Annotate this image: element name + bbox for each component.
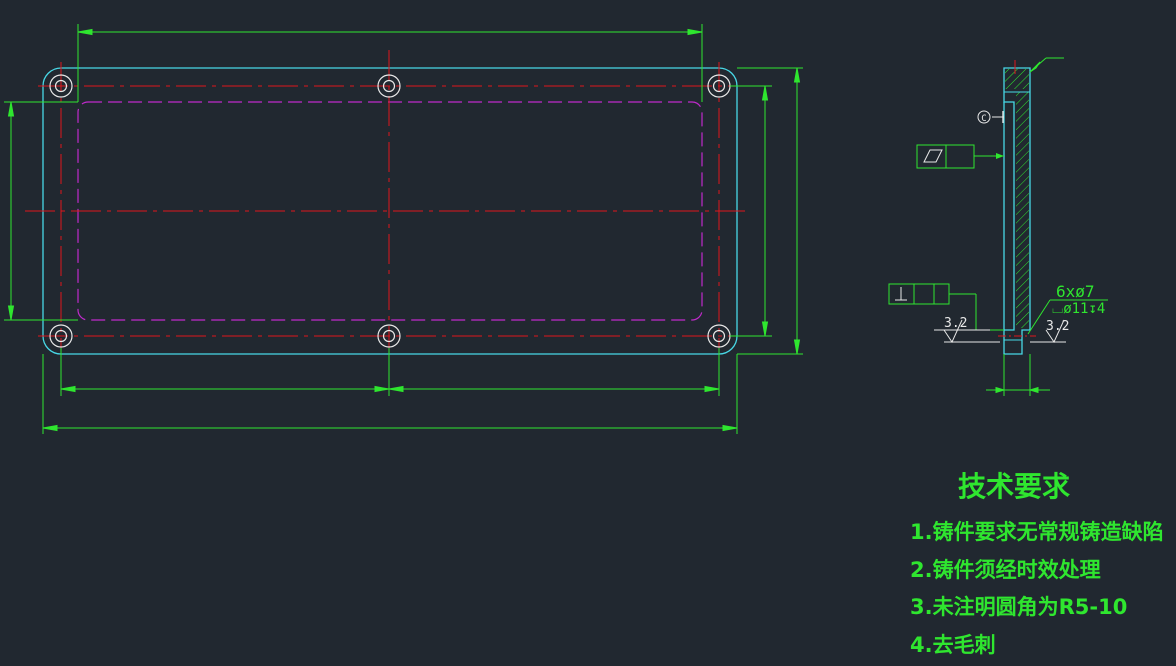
datum-label: C — [981, 114, 986, 124]
dimension-lines — [4, 24, 803, 434]
side-view: C 3.2 — [888, 57, 1108, 396]
datum-c-marker: C — [977, 110, 1004, 124]
requirements-title: 技术要求 — [958, 470, 1070, 503]
thickness-dimension — [986, 354, 1050, 396]
mounting-hole-top-left — [49, 74, 73, 98]
roughness-value-right: 3.2 — [1046, 319, 1069, 334]
mounting-hole-top-center — [377, 74, 401, 98]
mounting-hole-bottom-left — [49, 324, 73, 348]
requirement-item-3: 3.未注明圆角为R5-10 — [910, 595, 1127, 619]
roughness-symbol-right: 3.2 — [1030, 319, 1069, 344]
requirement-item-2: 2.铸件须经时效处理 — [910, 558, 1101, 582]
roughness-value-left: 3.2 — [944, 316, 967, 331]
mounting-hole-bottom-center — [377, 324, 401, 348]
hole-callout-counterbore: ⌴ø11↧4 — [1052, 301, 1105, 317]
hole-callout-count: 6xø7 — [1056, 282, 1095, 301]
hole-callout: 6xø7 ⌴ø11↧4 — [1027, 282, 1108, 335]
flatness-tolerance-frame — [916, 144, 1004, 169]
requirement-item-4: 4.去毛刺 — [910, 633, 996, 657]
front-view — [4, 24, 803, 434]
section-hatch — [1016, 92, 1029, 328]
roughness-symbol-left: 3.2 — [934, 316, 1000, 344]
section-hatch-top — [1005, 69, 1029, 89]
technical-requirements: 技术要求 1.铸件要求无常规铸造缺陷 2.铸件须经时效处理 3.未注明圆角为R5… — [910, 470, 1164, 657]
requirement-item-1: 1.铸件要求无常规铸造缺陷 — [910, 520, 1164, 544]
